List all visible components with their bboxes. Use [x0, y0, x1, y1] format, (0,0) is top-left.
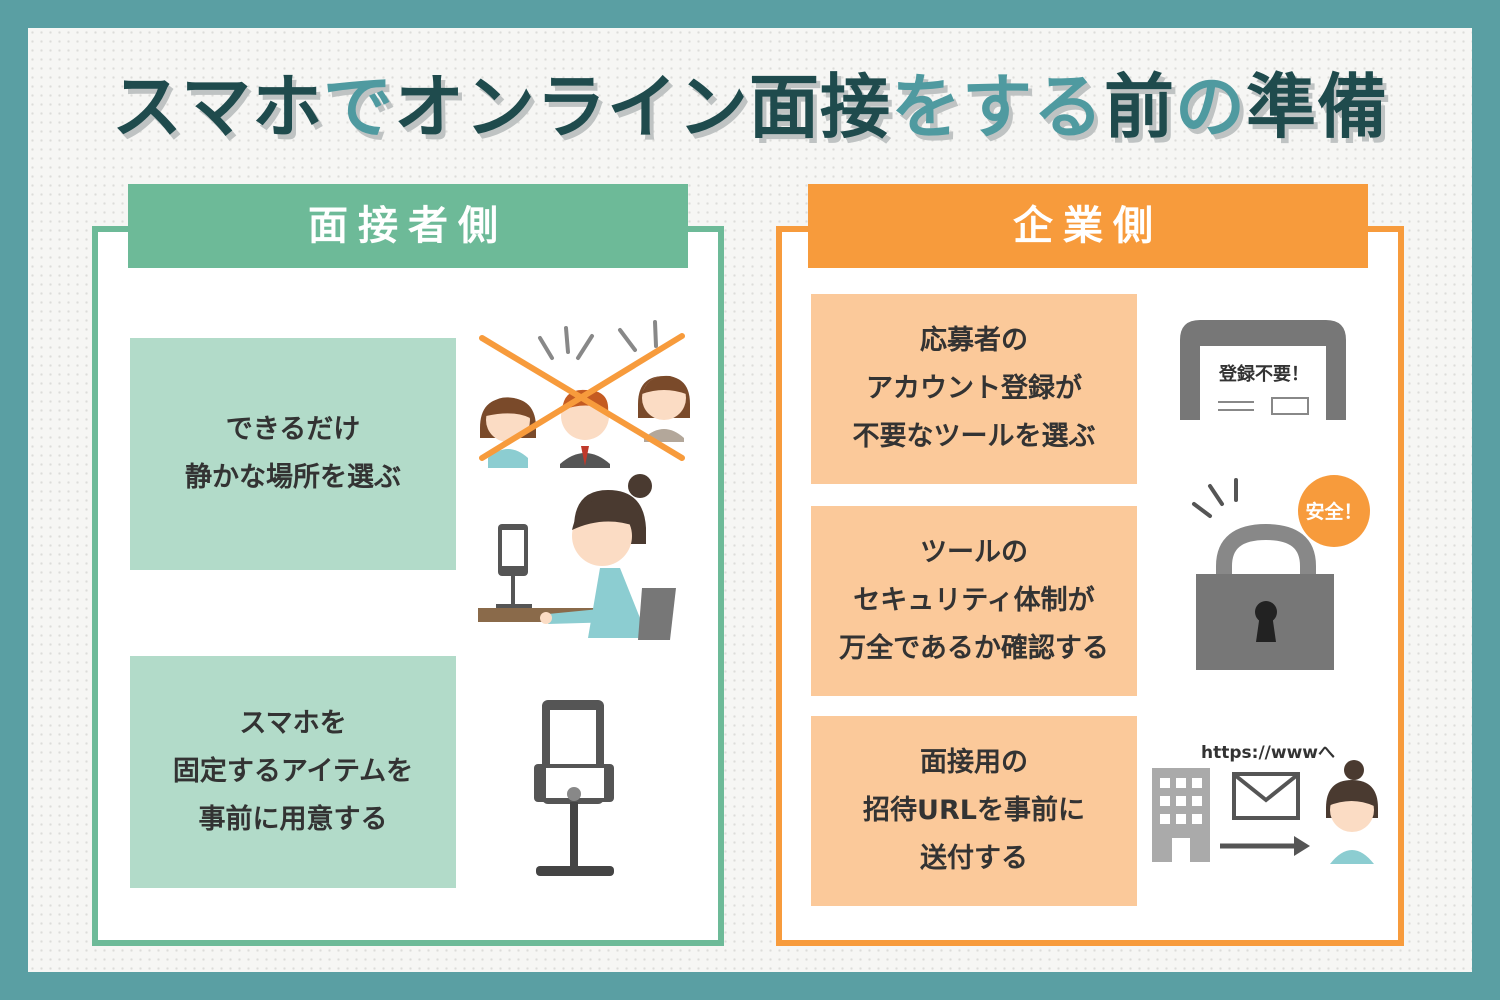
card-line: 万全であるか確認する — [839, 633, 1109, 664]
title-part: をする — [890, 66, 1104, 148]
card-line: 静かな場所を選ぶ — [185, 462, 401, 493]
keyhole-slot — [1256, 614, 1276, 642]
interviewee-heading: 面接者側 — [128, 184, 688, 268]
card-line: 固定するアイテムを — [172, 756, 414, 787]
noisy-woman-right-icon — [638, 375, 690, 442]
company-heading: 企業側 — [808, 184, 1368, 268]
interviewee-item-phone-stand: スマホを 固定するアイテムを 事前に用意する — [130, 656, 456, 888]
company-item-send-url: 面接用の 招待URLを事前に 送付する — [811, 716, 1137, 906]
stand-base-icon — [536, 866, 614, 876]
phone-on-stand-icon — [496, 524, 532, 609]
phone-stand-illustration — [534, 700, 614, 876]
interviewee-woman-icon — [540, 474, 676, 640]
padlock-shackle-icon — [1216, 523, 1316, 574]
quiet-place-illustration — [478, 320, 690, 640]
safe-badge-text: 安全！ — [1305, 500, 1362, 523]
cross-out-icon — [479, 333, 685, 461]
card-line: 招待URLを事前に — [863, 795, 1085, 826]
card-line: アカウント登録が — [866, 373, 1082, 404]
card-line: スマホを — [239, 708, 347, 739]
form-input-icon — [1271, 397, 1309, 415]
company-building-icon — [1152, 768, 1210, 862]
company-item-security: ツールの セキュリティ体制が 万全であるか確認する — [811, 506, 1137, 696]
card-line: できるだけ — [225, 414, 361, 445]
card-line: 面接用の — [920, 747, 1028, 778]
holder-joint — [567, 787, 581, 801]
envelope-icon — [1232, 772, 1300, 820]
card-line: セキュリティ体制が — [853, 585, 1095, 616]
title-part: の — [1174, 66, 1246, 148]
card-line: 不要なツールを選ぶ — [852, 421, 1096, 452]
no-registration-illustration: 登録不要！ — [1180, 320, 1346, 420]
title-part: スマホ — [112, 66, 323, 148]
page-title: スマホでオンライン面接をする前の準備 — [0, 62, 1500, 152]
title-part: オンライン面接 — [393, 66, 891, 148]
form-screen — [1200, 346, 1326, 420]
card-line: 事前に用意する — [198, 804, 388, 835]
interviewee-item-quiet-place: できるだけ 静かな場所を選ぶ — [130, 338, 456, 570]
arrow-right-icon — [1220, 836, 1310, 856]
card-line: 応募者の — [920, 325, 1028, 356]
padlock-illustration: 安全！ — [1192, 475, 1370, 670]
title-part: 前 — [1103, 66, 1175, 148]
title-part: で — [322, 66, 394, 148]
company-item-no-registration: 応募者の アカウント登録が 不要なツールを選ぶ — [811, 294, 1137, 484]
device-frame-icon — [1180, 320, 1346, 420]
no-registration-callout: 登録不要！ — [1218, 363, 1309, 385]
card-line: ツールの — [920, 537, 1028, 568]
card-line: 送付する — [920, 843, 1028, 874]
noise-lines-icon — [538, 320, 658, 360]
applicant-woman-icon — [1326, 760, 1378, 864]
stand-pole-icon — [570, 802, 578, 868]
url-text: https://wwwへ — [1201, 743, 1335, 763]
send-url-illustration: https://wwwへ — [1152, 743, 1378, 864]
title-part: 準備 — [1245, 66, 1388, 148]
noisy-woman-left-icon — [480, 397, 536, 468]
safe-badge — [1298, 475, 1370, 547]
sparkle-lines-icon — [1192, 478, 1238, 518]
